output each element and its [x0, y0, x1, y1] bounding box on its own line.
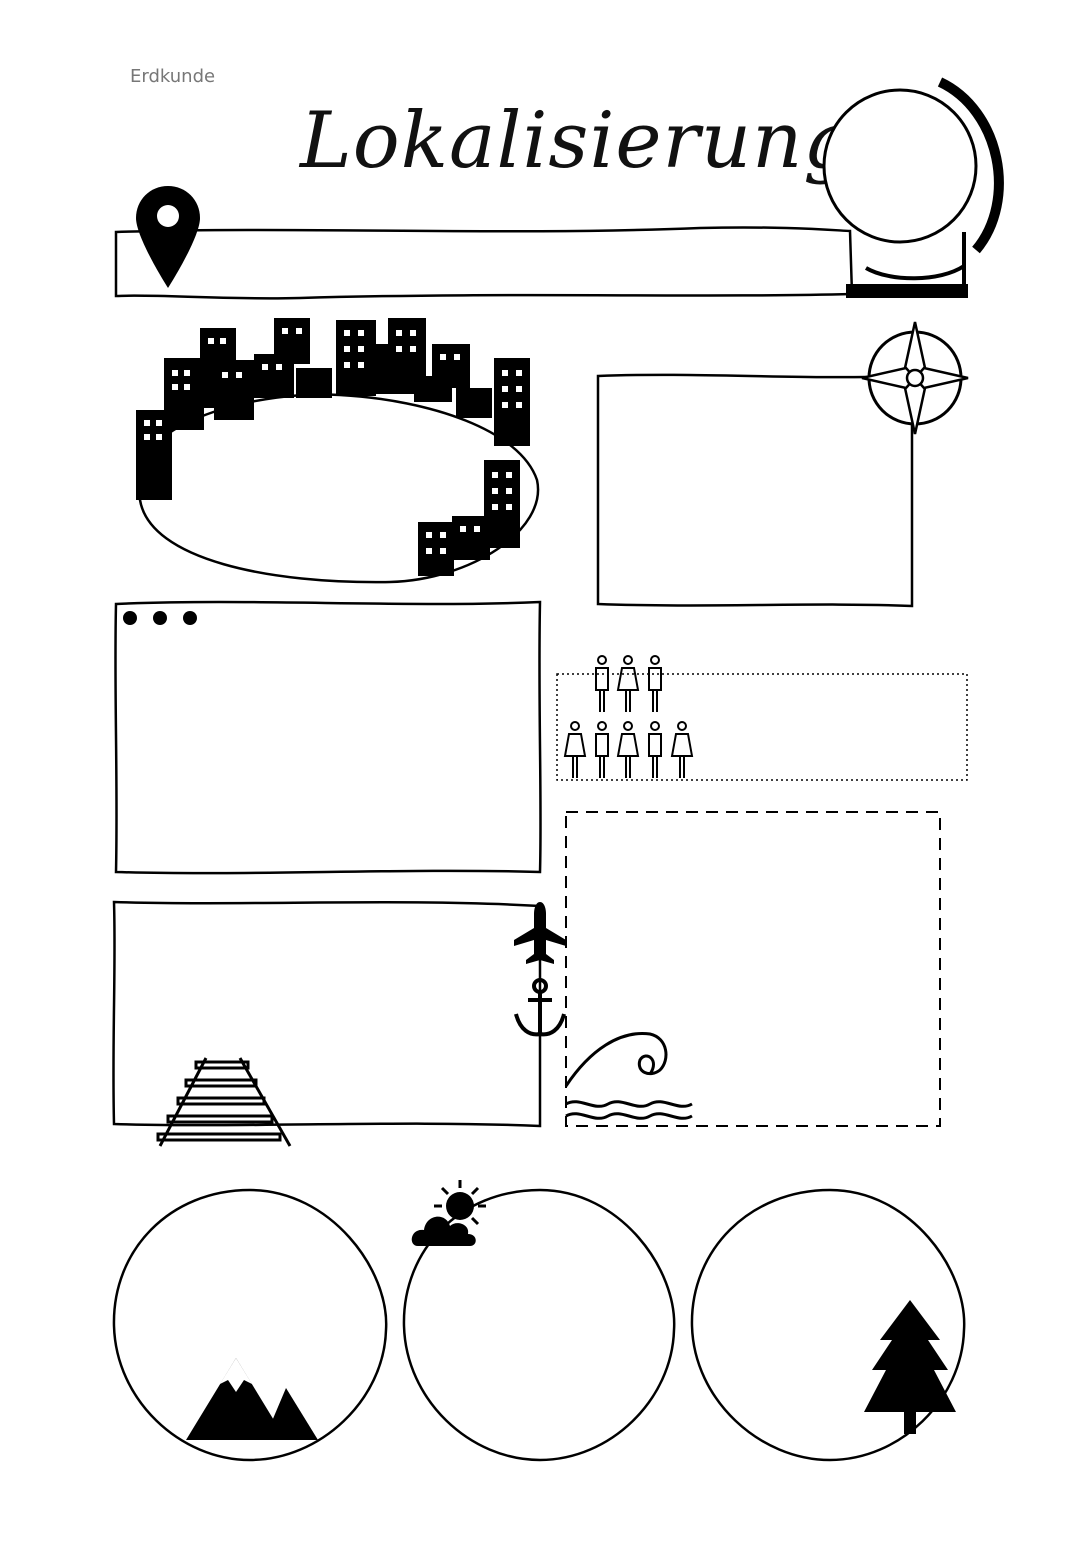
subject-label: Erdkunde [130, 66, 216, 87]
mountain-icon [186, 1358, 318, 1440]
ocean-wave-icon [564, 1032, 693, 1120]
city-ellipse-box[interactable] [138, 393, 540, 584]
dots-icon [123, 611, 197, 625]
fir-tree-icon [864, 1300, 956, 1434]
notes-box[interactable] [114, 600, 542, 875]
railway-track-icon [156, 1057, 292, 1147]
compass-box[interactable] [596, 373, 914, 608]
climate-circle[interactable] [402, 1188, 676, 1462]
transport-box[interactable] [112, 900, 542, 1128]
mountain-circle[interactable] [112, 1188, 388, 1462]
anchor-icon [514, 978, 566, 1037]
city-skyline-icon [136, 318, 530, 576]
water-box[interactable] [565, 811, 941, 1127]
compass-rose-icon [861, 321, 969, 435]
airplane-icon [514, 902, 566, 964]
globe-icon [822, 77, 1004, 298]
population-people-icon [563, 655, 694, 778]
vegetation-circle[interactable] [690, 1188, 966, 1462]
location-banner-box[interactable] [114, 226, 854, 300]
sun-cloud-icon [411, 1180, 486, 1246]
population-box[interactable] [556, 673, 968, 781]
location-pin-icon [136, 186, 200, 288]
